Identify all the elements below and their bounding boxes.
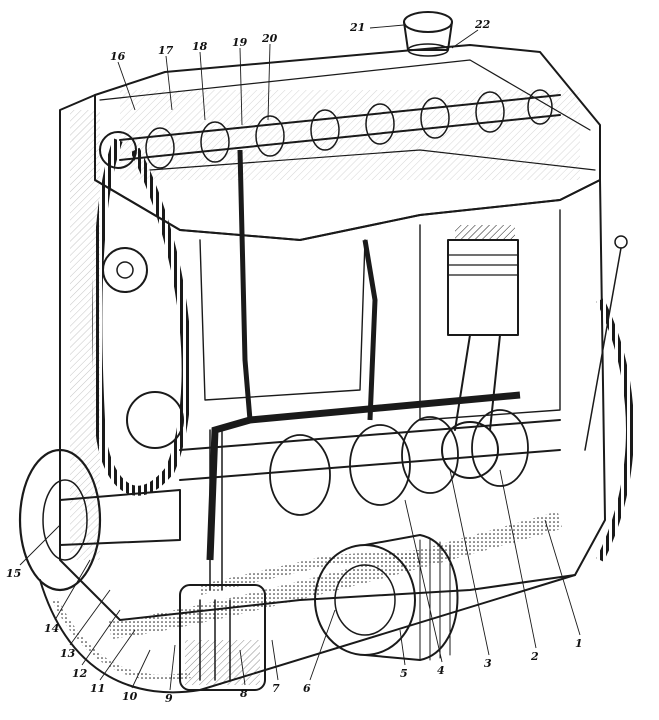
callout-22: 22 [474,18,491,31]
callout-5: 5 [400,667,408,680]
oil-filter [314,534,459,661]
leader-8 [239,649,246,686]
dipstick [584,235,628,451]
leader-16 [117,61,136,111]
piston-assembly [441,225,519,479]
timing-belt [92,138,192,496]
callout-7: 7 [272,682,280,695]
callout-6: 6 [303,682,311,695]
crankshaft [179,409,561,516]
oil-pump [179,429,266,691]
leader-19 [239,47,243,126]
crankshaft-pulley [18,448,181,592]
callout-2: 2 [530,650,539,663]
callout-11: 11 [90,682,105,695]
callout-19: 19 [232,36,248,49]
callout-15: 15 [6,567,21,580]
leader-22 [451,29,479,49]
callout-17: 17 [158,44,174,57]
flywheel [596,298,634,562]
oil-filler-cap [403,11,453,57]
leader-14 [54,559,91,621]
leader-12 [81,609,121,666]
leader-3 [449,469,490,656]
camshaft [99,89,561,169]
callout-16: 16 [110,50,126,63]
leader-20 [267,43,271,121]
leader-9 [169,644,176,691]
oil-passages [109,149,563,639]
leader-1 [544,519,581,636]
callout-8: 8 [240,687,248,700]
leader-15 [19,524,61,566]
callout-10: 10 [122,690,138,703]
oil-sump [39,574,576,694]
callout-3: 3 [484,657,492,670]
callout-12: 12 [72,667,88,680]
leader-4 [404,499,443,663]
leader-21 [369,24,405,29]
leader-5 [399,629,406,666]
leader-2 [499,469,537,649]
callout-labels: 1 2 3 4 5 6 7 8 9 10 11 12 13 14 15 16 1… [6,18,583,705]
callout-18: 18 [192,40,208,53]
callout-4: 4 [437,664,445,677]
callout-13: 13 [60,647,76,660]
callout-14: 14 [44,622,59,635]
leader-7 [271,639,279,681]
leader-18 [199,51,206,121]
leader-10 [131,649,151,689]
cylinder-head [94,44,601,241]
callout-9: 9 [165,692,173,705]
callout-21: 21 [349,21,365,34]
leader-lines [19,24,581,691]
leader-17 [165,55,173,111]
callout-1: 1 [575,637,583,650]
leader-6 [309,609,336,681]
callout-20: 20 [261,32,278,45]
leader-11 [99,629,136,681]
leader-13 [69,589,111,646]
